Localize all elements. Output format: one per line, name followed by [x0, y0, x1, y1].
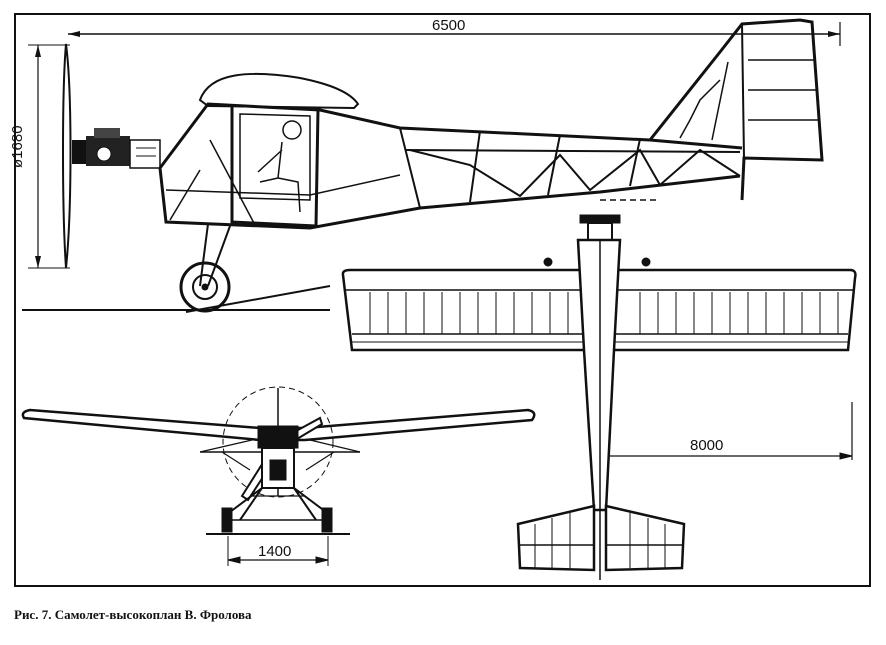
propeller-side — [62, 43, 86, 269]
horizontal-tail-top — [516, 504, 686, 572]
wingspan-dimension: 8000 — [690, 437, 723, 454]
track-dimension-line — [227, 536, 329, 566]
wingspan-dimension-line — [610, 402, 853, 460]
length-dimension: 6500 — [432, 17, 465, 34]
side-view: 6500 ø1680 — [9, 17, 841, 313]
figure-caption: Рис. 7. Самолет-высокоплан В. Фролова — [14, 607, 252, 622]
propeller-diameter-line — [28, 44, 70, 269]
front-view: 1400 — [21, 386, 536, 566]
wing-ribs — [369, 292, 839, 334]
length-dimension-line — [68, 22, 841, 46]
wing-side — [198, 73, 360, 110]
vertical-tail-side — [600, 18, 824, 201]
top-view: 8000 — [341, 214, 857, 580]
fuselage-side — [158, 102, 743, 230]
landing-gear-side — [179, 223, 231, 313]
engine-side — [86, 128, 161, 169]
fuselage-top — [576, 238, 622, 512]
drawing-frame — [14, 13, 871, 587]
propeller-disc-front — [222, 386, 334, 498]
cockpit-side — [230, 104, 320, 228]
ground-line-side — [22, 285, 331, 313]
propeller-diameter-dimension: ø1680 — [9, 125, 26, 168]
track-dimension: 1400 — [258, 543, 291, 560]
